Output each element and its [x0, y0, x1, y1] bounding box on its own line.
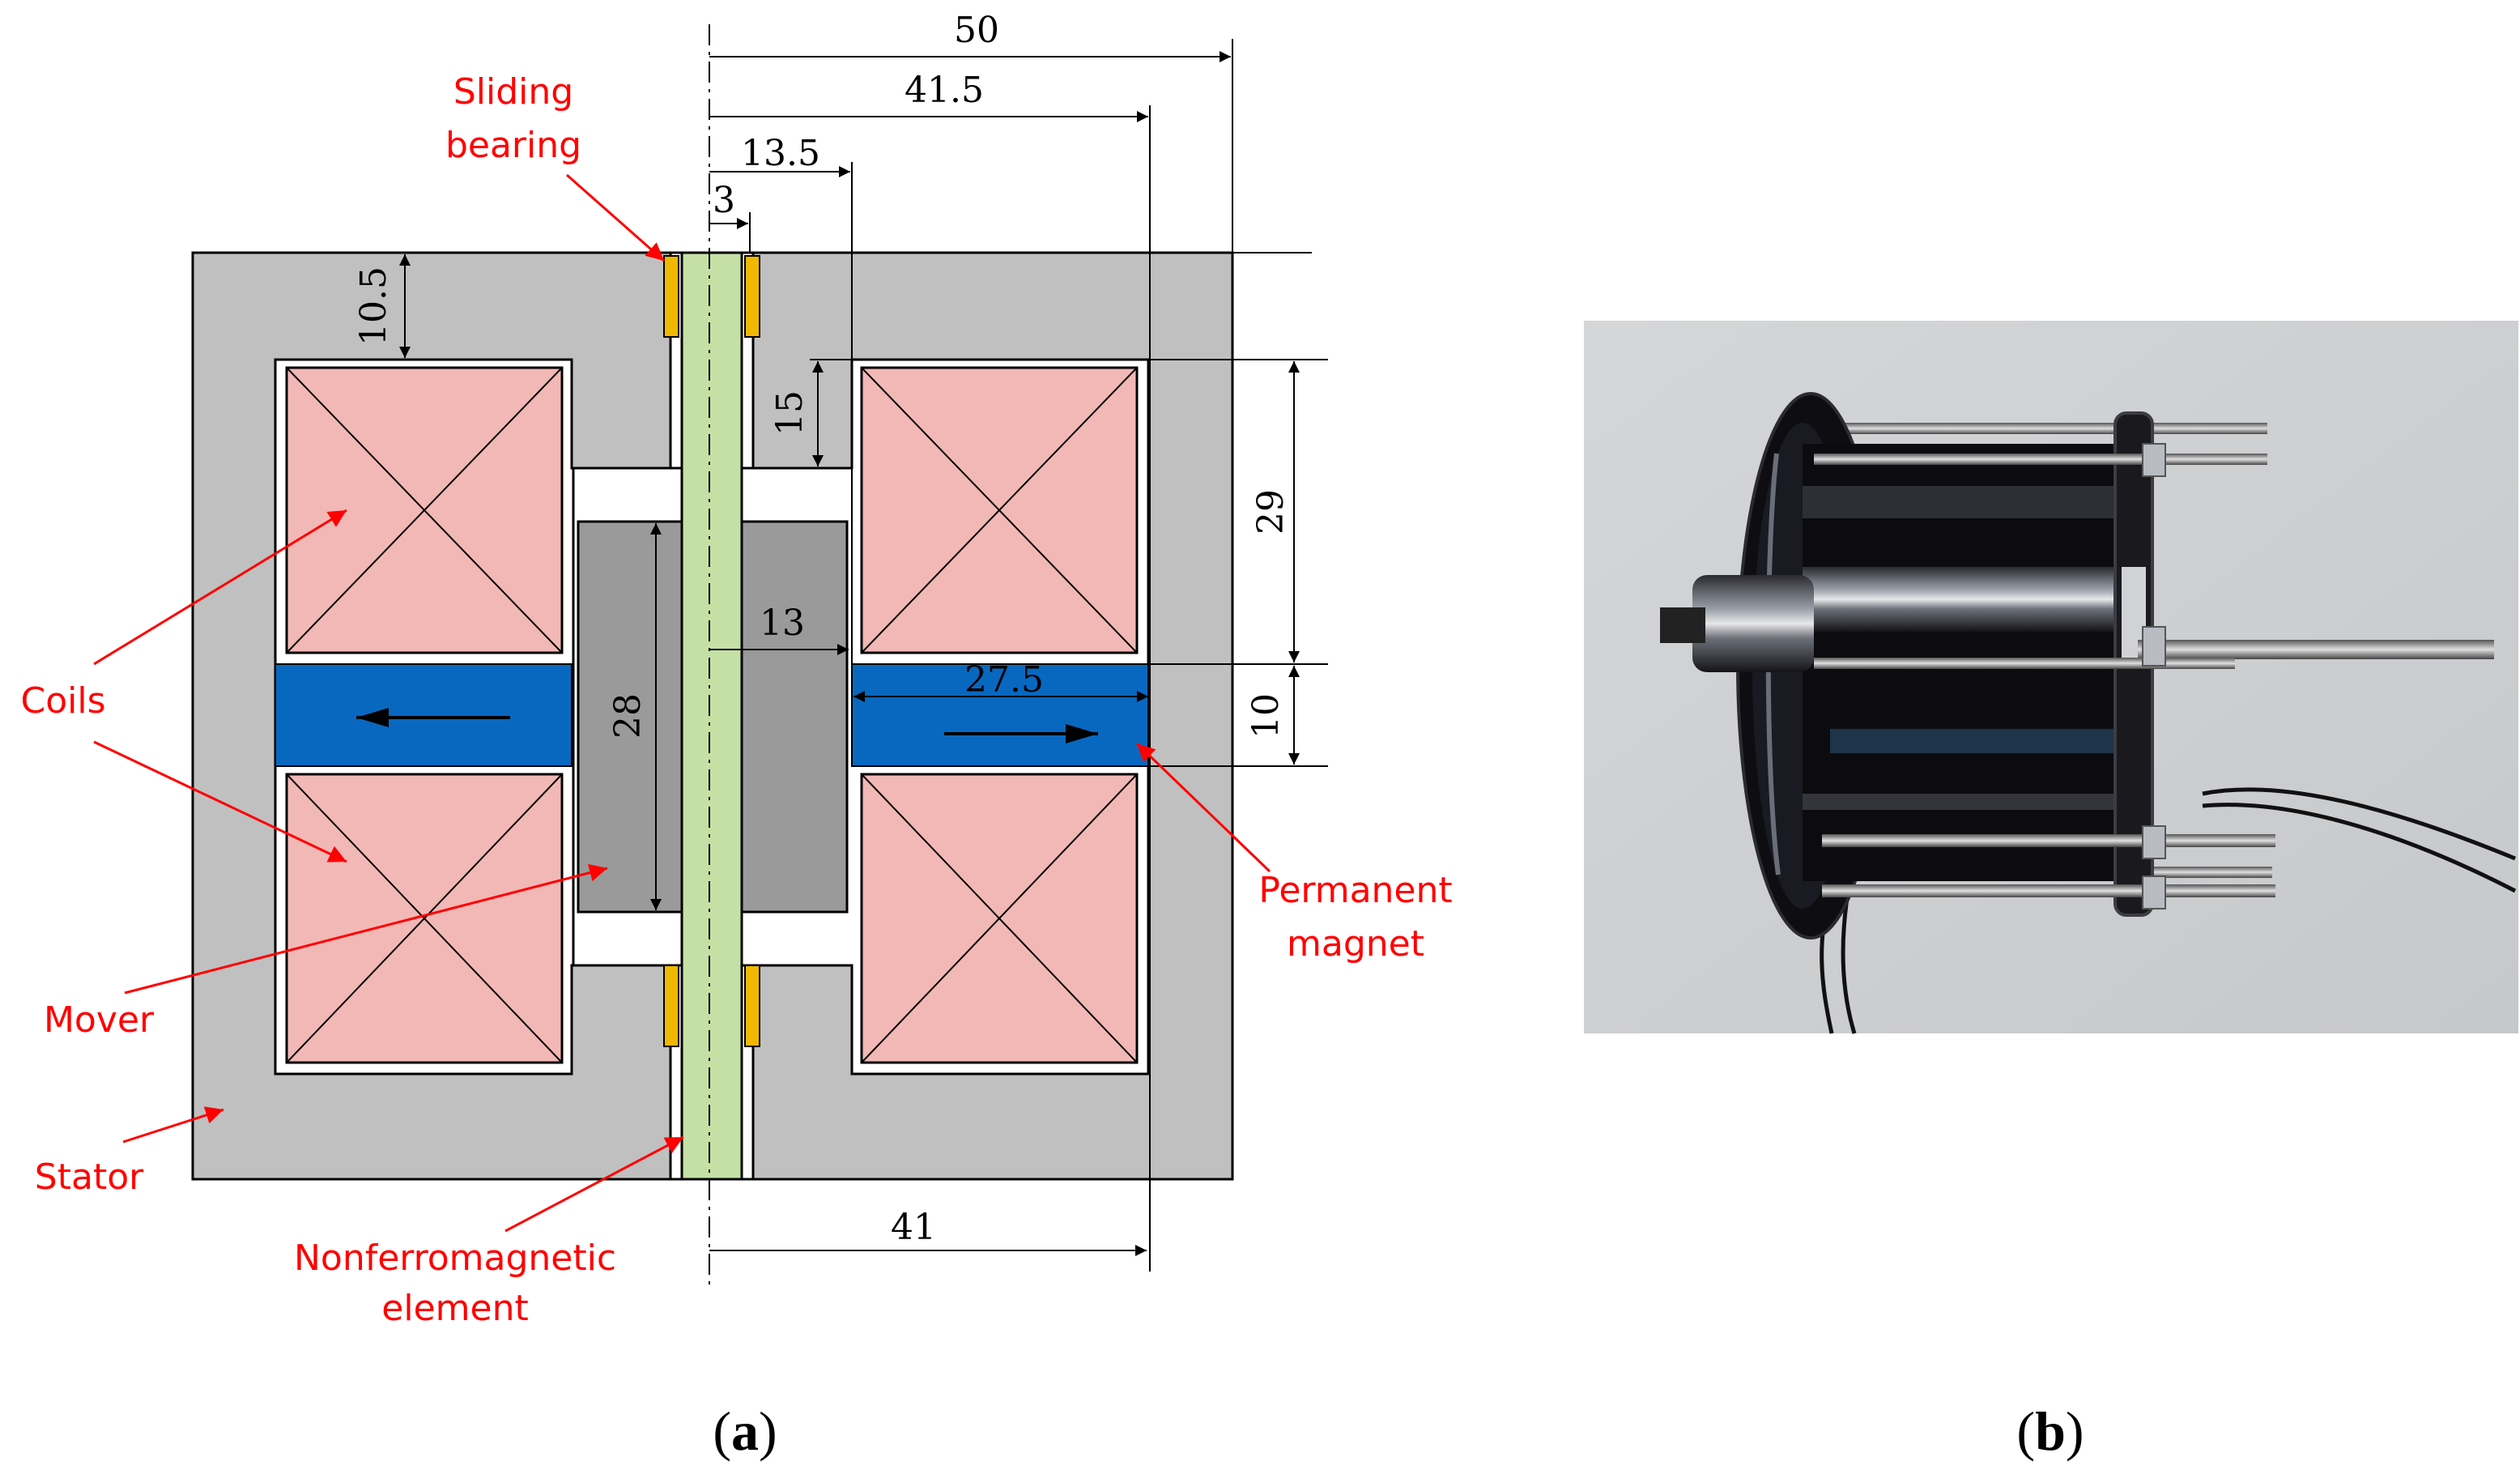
label-nonferro-1: Nonferromagnetic — [294, 1238, 616, 1279]
bearing-top-left — [663, 255, 679, 338]
prototype-photo — [1584, 321, 2518, 1034]
coil-upper-right — [860, 366, 1139, 654]
label-stator: Stator — [35, 1157, 144, 1198]
dim-41-5: 41.5 — [905, 70, 984, 111]
dim-27-5: 27.5 — [964, 659, 1044, 701]
coil-lower-right — [860, 773, 1139, 1064]
nonferromagnetic-shaft — [680, 251, 743, 1181]
dim-3: 3 — [713, 180, 735, 221]
callout-arrows — [93, 173, 1271, 1233]
dim-15: 15 — [769, 390, 811, 436]
label-nonferro-2: element — [381, 1288, 528, 1329]
dim-41: 41 — [891, 1207, 936, 1248]
dim-10-5: 10.5 — [353, 266, 394, 346]
dim-28: 28 — [607, 693, 649, 739]
callout-labels: Sliding bearing Coils Mover Stator Nonfe… — [20, 71, 1452, 1329]
panel-a-label: (a) — [713, 1400, 777, 1462]
dimension-labels: 50 41.5 13.5 3 13 27.5 41 10.5 15 29 10 … — [353, 10, 1292, 1248]
bearing-bottom-left — [663, 965, 679, 1047]
dim-13-5: 13.5 — [741, 133, 820, 174]
label-sliding-bearing-2: bearing — [445, 125, 581, 166]
coil-upper-left — [285, 366, 564, 654]
bearing-bottom-right — [744, 965, 760, 1047]
dim-50: 50 — [954, 10, 999, 51]
label-coils: Coils — [20, 680, 105, 722]
label-sliding-bearing-1: Sliding — [453, 71, 573, 113]
label-permanent-magnet-2: magnet — [1287, 923, 1424, 965]
cross-section-diagram — [191, 24, 1234, 1288]
dim-13: 13 — [760, 603, 805, 644]
label-mover: Mover — [44, 999, 155, 1041]
dim-29: 29 — [1250, 489, 1292, 535]
magnet-right — [851, 663, 1149, 767]
label-permanent-magnet-1: Permanent — [1258, 870, 1452, 911]
dimension-lines — [399, 39, 1328, 1272]
panel-b-label: (b) — [2016, 1400, 2084, 1462]
magnet-left — [275, 663, 573, 767]
dim-10: 10 — [1245, 693, 1287, 739]
bearing-top-right — [744, 255, 760, 338]
coil-lower-left — [285, 773, 564, 1064]
